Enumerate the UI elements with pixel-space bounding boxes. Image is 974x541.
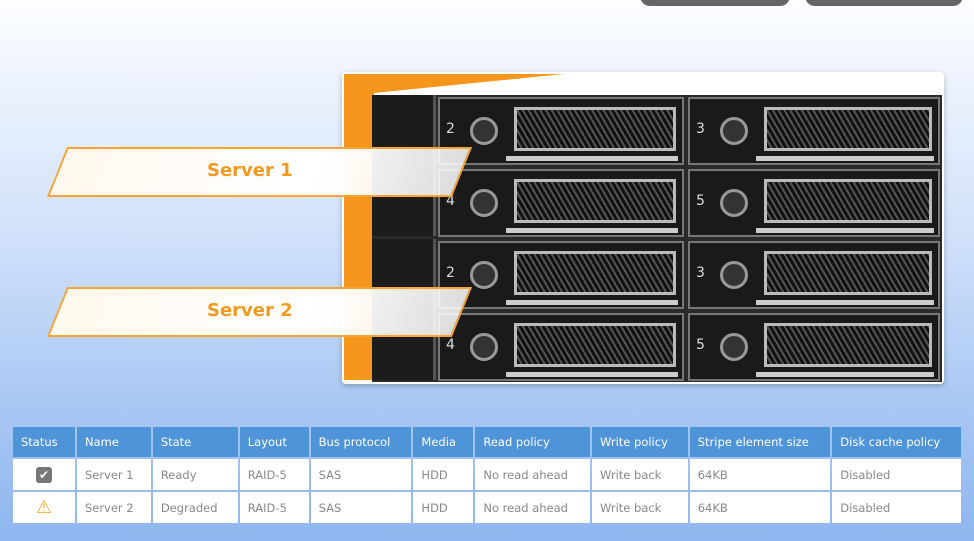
table-cell: SAS	[310, 492, 412, 523]
warning-icon: ⚠	[35, 496, 53, 518]
drive-handle	[506, 300, 678, 305]
drive-bay: 4	[438, 313, 684, 381]
label-text: Server 2	[207, 300, 293, 321]
drive-handle	[506, 228, 678, 233]
drive-vent	[514, 179, 676, 223]
drive-number: 5	[696, 337, 705, 353]
table-cell: Disabled	[832, 492, 961, 523]
table-cell: HDD	[413, 459, 474, 490]
drive-handle	[756, 156, 934, 161]
server-2-label: Server 2	[46, 287, 473, 337]
table-cell: 64KB	[689, 459, 831, 490]
drive-handle	[756, 228, 934, 233]
top-button-2[interactable]	[805, 0, 963, 6]
table-cell: Ready	[152, 459, 238, 490]
table-cell: Write back	[592, 492, 688, 523]
drive-knob-icon	[470, 261, 498, 289]
drive-handle	[756, 372, 934, 377]
drive-vent	[764, 107, 932, 151]
drive-handle	[506, 372, 678, 377]
drive-vent	[764, 179, 932, 223]
drive-knob-icon	[720, 117, 748, 145]
drive-bay: 5	[688, 169, 940, 237]
drive-vent	[514, 251, 676, 295]
column-header[interactable]: Media	[413, 427, 474, 457]
drive-number: 5	[696, 193, 705, 209]
drive-knob-icon	[470, 117, 498, 145]
drive-number: 4	[446, 337, 455, 353]
server-1-label: Server 1	[46, 147, 473, 197]
table-cell: Degraded	[152, 492, 238, 523]
drive-knob-icon	[720, 333, 748, 361]
drive-number: 3	[696, 265, 705, 281]
check-icon: ✔	[35, 466, 52, 483]
drive-number: 2	[446, 121, 455, 137]
table-cell: Server 2	[76, 492, 151, 523]
table-cell: Disabled	[832, 459, 961, 490]
drive-knob-icon	[720, 189, 748, 217]
column-header[interactable]: Layout	[239, 427, 309, 457]
label-text: Server 1	[207, 160, 293, 181]
drive-knob-icon	[470, 333, 498, 361]
drive-vent	[764, 323, 932, 367]
table-cell: RAID-5	[239, 492, 309, 523]
column-header[interactable]: State	[152, 427, 238, 457]
top-button-1[interactable]	[640, 0, 790, 6]
drive-knob-icon	[720, 261, 748, 289]
drive-bay: 4	[438, 169, 684, 237]
server-chassis: 2 3 4 5 2 3 4 5	[372, 95, 942, 382]
table-cell: RAID-5	[239, 459, 309, 490]
column-header[interactable]: Write policy	[592, 427, 688, 457]
drive-vent	[514, 107, 676, 151]
column-header[interactable]: Read policy	[475, 427, 590, 457]
table-cell: Server 1	[76, 459, 151, 490]
status-cell: ✔	[13, 459, 75, 490]
drive-number: 2	[446, 265, 455, 281]
drive-bay: 3	[688, 97, 940, 165]
drive-bay: 2	[438, 97, 684, 165]
table-cell: 64KB	[689, 492, 831, 523]
column-header[interactable]: Status	[13, 427, 75, 457]
drive-bay: 3	[688, 241, 940, 309]
column-header[interactable]: Bus protocol	[310, 427, 412, 457]
drive-bay: 5	[688, 313, 940, 381]
table-cell: Write back	[592, 459, 688, 490]
drive-vent	[514, 323, 676, 367]
column-header[interactable]: Disk cache policy	[832, 427, 961, 457]
drive-vent	[764, 251, 932, 295]
table-cell: No read ahead	[475, 459, 590, 490]
drive-handle	[756, 300, 934, 305]
table-cell: HDD	[413, 492, 474, 523]
table-cell: No read ahead	[475, 492, 590, 523]
drive-number: 4	[446, 193, 455, 209]
status-cell: ⚠	[13, 492, 75, 523]
table-cell: SAS	[310, 459, 412, 490]
column-header[interactable]: Name	[76, 427, 151, 457]
column-header[interactable]: Stripe element size	[689, 427, 831, 457]
drive-bay: 2	[438, 241, 684, 309]
drive-handle	[506, 156, 678, 161]
drive-number: 3	[696, 121, 705, 137]
drive-knob-icon	[470, 189, 498, 217]
